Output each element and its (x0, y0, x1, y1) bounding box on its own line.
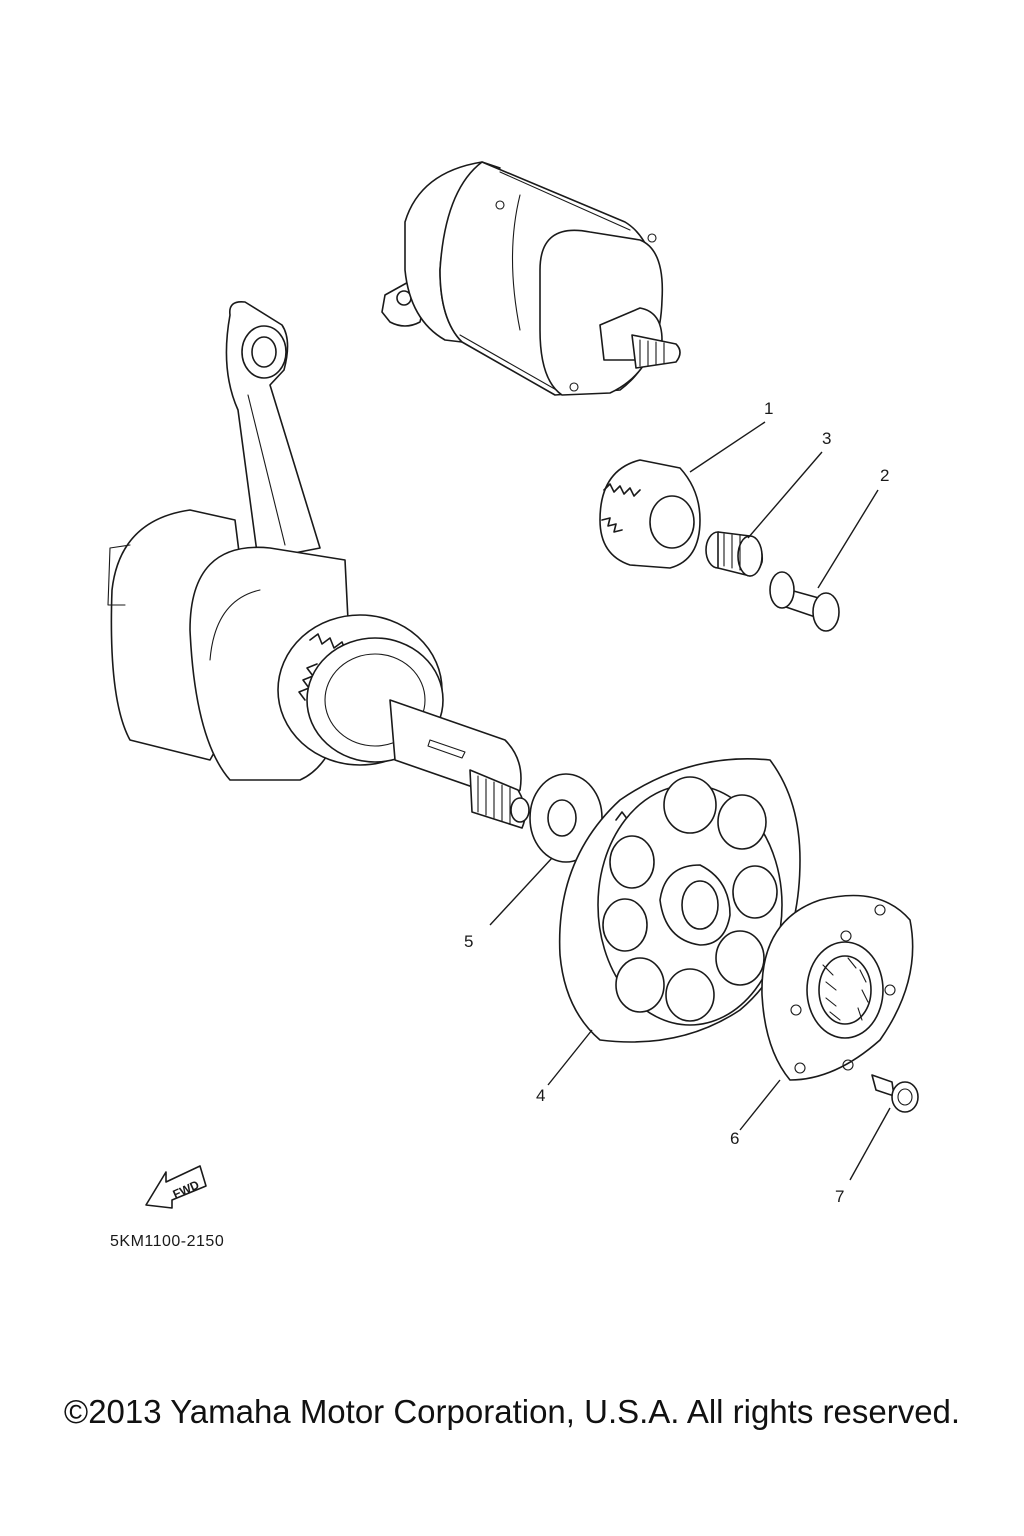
callout-part-4[interactable]: 4 (536, 1086, 546, 1105)
callout-part-2[interactable]: 2 (880, 466, 890, 485)
one-way-clutch-part-6 (761, 894, 914, 1081)
collar-part-2 (769, 571, 840, 632)
callout-part-5[interactable]: 5 (464, 932, 474, 951)
callout-part-6[interactable]: 6 (730, 1129, 740, 1148)
callout-part-3[interactable]: 3 (822, 429, 832, 448)
diagram-code: 5KM1100-2150 (110, 1233, 225, 1250)
copyright-notice: ©2013 Yamaha Motor Corporation, U.S.A. A… (63, 1393, 961, 1430)
needle-bearing-part-3 (705, 531, 764, 577)
fwd-arrow-icon: FWD (145, 1165, 207, 1209)
crankshaft-assembly (107, 300, 530, 829)
leader-lines (489, 421, 891, 1181)
starter-wheel-gear-part-4 (558, 758, 801, 1043)
idler-gear-part-1 (599, 459, 701, 569)
bolt-part-7 (871, 1074, 919, 1113)
callout-part-1[interactable]: 1 (764, 399, 774, 418)
starter-motor (381, 161, 681, 396)
callout-part-7[interactable]: 7 (835, 1187, 845, 1206)
